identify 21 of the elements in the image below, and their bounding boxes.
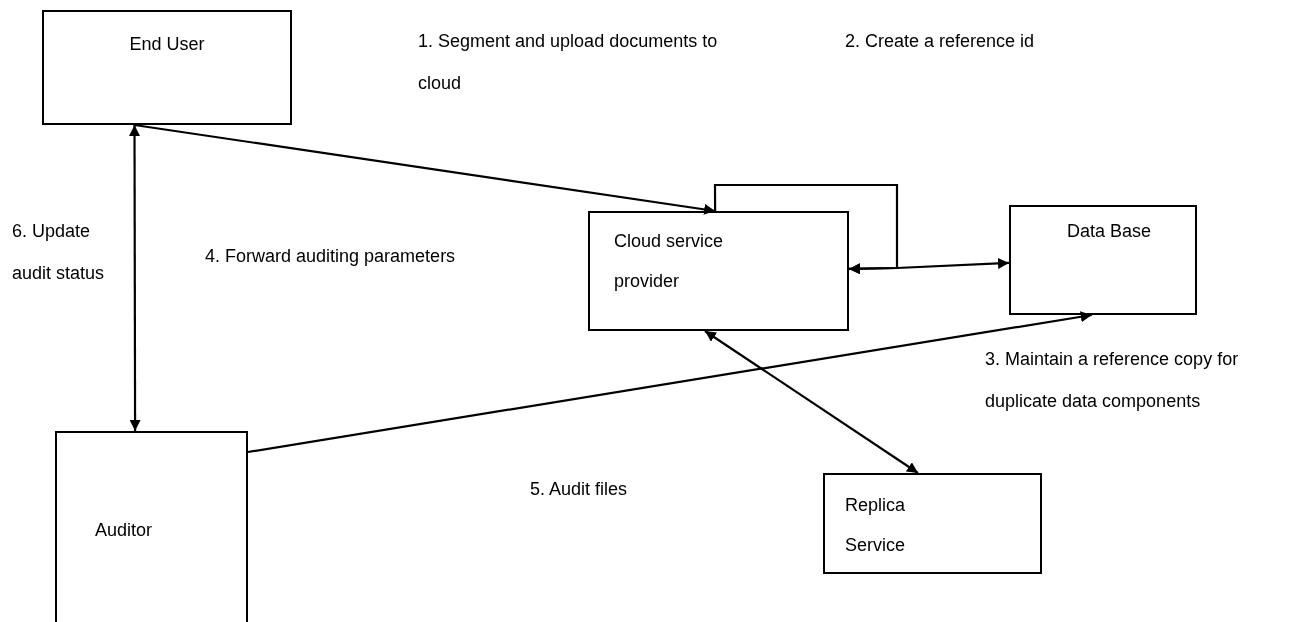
node-label: Data Base	[1067, 220, 1153, 243]
step-note: 2. Create a reference id	[845, 30, 1036, 53]
arrow	[848, 257, 1010, 275]
step-note: 1. Segment and upload documents to cloud	[418, 30, 718, 95]
arrow	[129, 125, 141, 431]
step-note: 3. Maintain a reference copy for duplicate data components	[985, 348, 1240, 413]
arrow	[134, 123, 716, 215]
step-note: 4. Forward auditing parameters	[205, 245, 457, 268]
process-box	[55, 431, 248, 622]
process-box	[823, 473, 1042, 574]
node-label: Cloud service provider	[614, 230, 725, 293]
process-box	[588, 211, 849, 331]
step-note: 6. Update audit status	[12, 220, 106, 285]
arrow	[247, 311, 1092, 454]
process-box	[42, 10, 292, 125]
process-box	[1009, 205, 1197, 315]
node-label: Replica Service	[845, 494, 907, 557]
arrow	[704, 330, 919, 474]
node-label: End User	[128, 33, 206, 56]
node-label: Auditor	[95, 519, 154, 542]
step-note: 5. Audit files	[530, 478, 629, 501]
